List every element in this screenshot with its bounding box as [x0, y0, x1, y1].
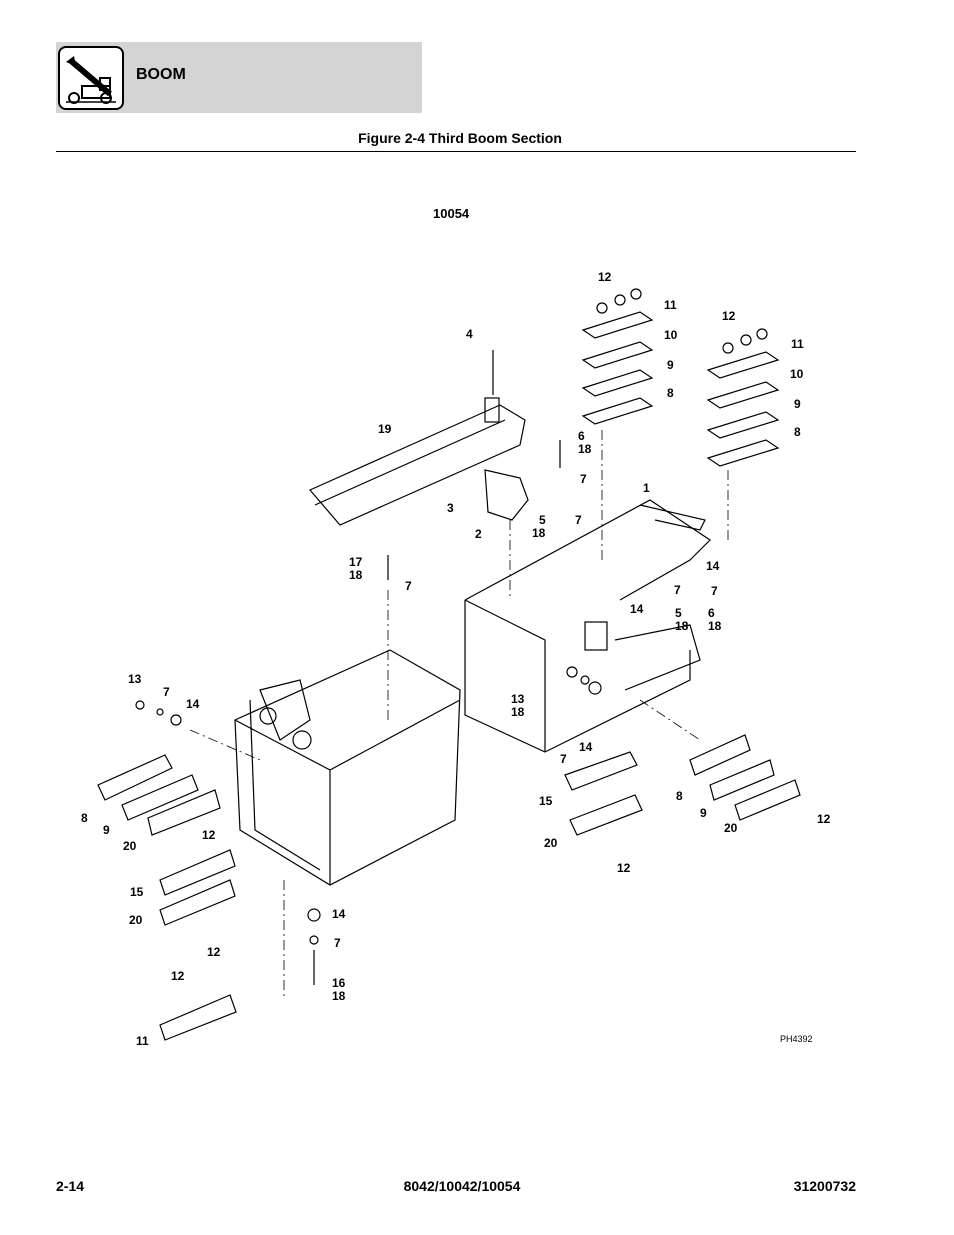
section-title: BOOM: [136, 66, 186, 83]
model-numbers: 8042/10042/10054: [403, 1178, 521, 1194]
callout-18: 18: [578, 442, 592, 456]
callout-20: 20: [123, 839, 137, 853]
callout-19: 19: [378, 422, 392, 436]
callout-6: 6: [708, 606, 715, 620]
callout-7: 7: [575, 513, 582, 527]
callout-15: 15: [539, 794, 553, 808]
callout-8: 8: [81, 811, 88, 825]
callout-20: 20: [724, 821, 738, 835]
callout-12: 12: [207, 945, 221, 959]
callout-15: 15: [130, 885, 144, 899]
callout-9: 9: [103, 823, 110, 837]
callout-10: 10: [664, 328, 678, 342]
callout-12: 12: [171, 969, 185, 983]
callout-9: 9: [700, 806, 707, 820]
callout-7: 7: [711, 584, 718, 598]
callout-14: 14: [186, 697, 200, 711]
callout-9: 9: [667, 358, 674, 372]
callout-12: 12: [617, 861, 631, 875]
pad-stack-left: [97, 754, 237, 1041]
boom-section-right: [464, 499, 711, 753]
callout-18: 18: [511, 705, 525, 719]
header-rule: [56, 151, 856, 152]
centerlines: [189, 430, 729, 1000]
page-number: 2-14: [56, 1178, 85, 1194]
pad-stack-top-right: [706, 328, 780, 467]
callout-9: 9: [794, 397, 801, 411]
boom-section-left: [234, 649, 461, 886]
callout-14: 14: [332, 907, 346, 921]
callout-20: 20: [129, 913, 143, 927]
telehandler-icon: [58, 46, 124, 110]
callout-3: 3: [447, 501, 454, 515]
callout-16: 16: [332, 976, 346, 990]
callout-2: 2: [475, 527, 482, 541]
callout-12: 12: [202, 828, 216, 842]
callout-labels: 12 11 10 9 8 12 11 10 9 8 4 19 6 18 7 3 …: [81, 270, 831, 1048]
callout-18: 18: [332, 989, 346, 1003]
callout-20: 20: [544, 836, 558, 850]
callout-17: 17: [349, 555, 363, 569]
callout-13: 13: [511, 692, 525, 706]
figure-title: Figure 2-4 Third Boom Section: [358, 130, 562, 146]
pad-stack-top-center: [581, 288, 654, 425]
callout-14: 14: [706, 559, 720, 573]
document-number: 31200732: [793, 1178, 856, 1194]
callout-12: 12: [817, 812, 831, 826]
callout-7: 7: [163, 685, 170, 699]
callout-12: 12: [598, 270, 612, 284]
callout-18: 18: [349, 568, 363, 582]
callout-6: 6: [578, 429, 585, 443]
callout-8: 8: [676, 789, 683, 803]
bolts: [135, 440, 602, 985]
callout-12: 12: [722, 309, 736, 323]
model-label: 10054: [433, 206, 470, 221]
callout-14: 14: [579, 740, 593, 754]
callout-7: 7: [674, 583, 681, 597]
bracket: [484, 469, 529, 521]
callout-18: 18: [675, 619, 689, 633]
callout-18: 18: [708, 619, 722, 633]
callout-10: 10: [790, 367, 804, 381]
pad-stack-lower-right: [564, 734, 801, 836]
callout-8: 8: [794, 425, 801, 439]
callout-11: 11: [664, 298, 677, 312]
cable-track: [309, 350, 526, 526]
drawing-id: PH4392: [780, 1034, 813, 1044]
callout-4: 4: [466, 327, 473, 341]
callout-11: 11: [791, 337, 804, 351]
callout-11: 11: [136, 1034, 149, 1048]
callout-5: 5: [539, 513, 546, 527]
callout-14: 14: [630, 602, 644, 616]
callout-18: 18: [532, 526, 546, 540]
callout-7: 7: [334, 936, 341, 950]
callout-7: 7: [405, 579, 412, 593]
callout-13: 13: [128, 672, 142, 686]
callout-5: 5: [675, 606, 682, 620]
callout-7: 7: [580, 472, 587, 486]
callout-1: 1: [643, 481, 650, 495]
callout-8: 8: [667, 386, 674, 400]
callout-7: 7: [560, 752, 567, 766]
